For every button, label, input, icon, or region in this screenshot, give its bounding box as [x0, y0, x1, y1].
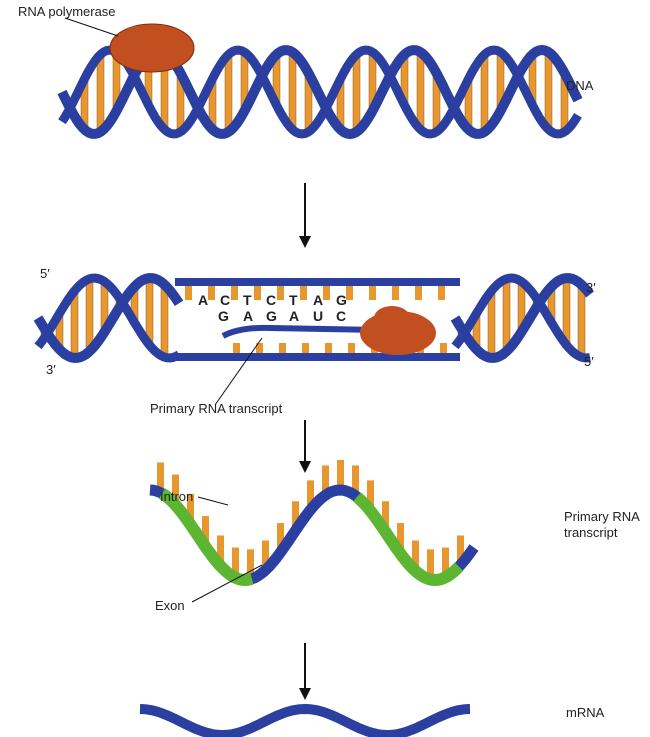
rna-base-stub: [157, 462, 164, 493]
dna-strand-back: [34, 273, 182, 363]
rna-base-stub: [262, 540, 269, 571]
template-base-stub: [415, 286, 422, 300]
intron-segment-2: [353, 492, 464, 587]
arrow-3: [299, 643, 311, 700]
template-bases: A C T C T A G: [198, 292, 347, 308]
rna-base-stub: [307, 480, 314, 511]
template-base-stub: [277, 286, 284, 300]
template-base-stub: [392, 286, 399, 300]
base-pair-rung: [288, 51, 297, 130]
dna-strand-back: [451, 273, 591, 363]
coding-base-stub: [279, 343, 286, 357]
rna-base-stub: [217, 535, 224, 566]
base-pair-rung: [224, 54, 233, 133]
coding-base-stub: [302, 343, 309, 357]
base-pair-rung: [577, 283, 586, 358]
base-pair-rung: [416, 51, 425, 130]
arrow-1: [299, 183, 311, 248]
base-pair-rung: [480, 54, 489, 133]
rna-base-stub: [292, 501, 299, 532]
label-5prime-right: 5′: [584, 354, 594, 369]
rna-base-stub: [442, 547, 449, 578]
rna-base-stub: [367, 480, 374, 511]
primary-rna-transcript: [149, 460, 479, 587]
template-base-stub: [185, 286, 192, 300]
template-base-stub: [369, 286, 376, 300]
svg-text:A: A: [313, 292, 323, 308]
rna-base-stub: [457, 535, 464, 566]
label-primary-rna-line2: transcript: [564, 525, 618, 540]
rna-base-stub: [412, 540, 419, 571]
transcription-bubble: [33, 273, 594, 363]
svg-text:T: T: [243, 292, 252, 308]
svg-text:A: A: [289, 308, 299, 324]
rna-base-stub: [172, 474, 179, 505]
mrna-strand: [139, 703, 471, 737]
rna-base-stub: [202, 516, 209, 547]
rna-bases: G A G A U C: [218, 308, 346, 324]
label-primary-rna-transcript-pointer: Primary RNA transcript: [150, 401, 283, 416]
rna-base-stub: [322, 465, 329, 496]
rna-base-stub: [187, 493, 194, 524]
label-mrna: mRNA: [566, 705, 605, 720]
svg-text:C: C: [220, 292, 230, 308]
svg-text:T: T: [289, 292, 298, 308]
rna-polymerase-transcribing: [360, 306, 436, 355]
rna-base-stub: [427, 549, 434, 580]
template-base-stub: [300, 286, 307, 300]
coding-base-stub: [348, 343, 355, 357]
label-3prime-right: 3′: [586, 280, 596, 295]
template-base-stub: [208, 286, 215, 300]
template-base-stub: [438, 286, 445, 300]
intron-pointer-line: [197, 496, 229, 506]
label-rna-polymerase: RNA polymerase: [18, 4, 116, 19]
nascent-rna-strand: [221, 324, 381, 339]
svg-text:U: U: [313, 308, 323, 324]
dna-strand-front: [450, 273, 594, 363]
arrow-2: [299, 420, 311, 473]
base-pair-rung: [352, 54, 361, 133]
label-3prime-left: 3′: [46, 362, 56, 377]
label-dna: DNA: [566, 78, 594, 93]
svg-text:G: G: [336, 292, 347, 308]
base-pair-rung: [96, 54, 105, 133]
base-pair-rung: [544, 51, 553, 130]
coding-base-stub: [256, 343, 263, 357]
svg-text:G: G: [218, 308, 229, 324]
rna-base-stub: [247, 549, 254, 580]
base-pair-rung: [502, 278, 511, 353]
svg-text:C: C: [336, 308, 346, 324]
svg-text:C: C: [266, 292, 276, 308]
base-pair-rung: [85, 278, 94, 353]
coding-base-stub: [233, 343, 240, 357]
label-exon: Exon: [155, 598, 185, 613]
label-intron: Intron: [160, 489, 193, 504]
rna-base-stub: [352, 465, 359, 496]
polymerase-pointer-line: [64, 17, 119, 37]
mrna-ribbon: [139, 703, 471, 737]
rna-base-stub: [277, 523, 284, 554]
template-base-stub: [254, 286, 261, 300]
rna-base-stub: [337, 460, 344, 490]
exon-pointer-line: [191, 564, 263, 603]
dna-strand-back: [58, 45, 582, 139]
rna-base-stub: [382, 501, 389, 532]
template-base-stub: [231, 286, 238, 300]
label-primary-rna-line1: Primary RNA: [564, 509, 640, 524]
template-base-stub: [323, 286, 330, 300]
template-base-stub: [346, 286, 353, 300]
svg-text:A: A: [243, 308, 253, 324]
svg-text:A: A: [198, 292, 208, 308]
coding-base-stub: [440, 343, 447, 357]
rna-base-stub: [232, 547, 239, 578]
svg-text:G: G: [266, 308, 277, 324]
base-pair-rung: [160, 283, 169, 358]
label-5prime-left: 5′: [40, 266, 50, 281]
rna-polymerase-lobe: [120, 26, 156, 54]
dna-strand-front: [33, 273, 184, 363]
rna-base-stub: [397, 523, 404, 554]
transcript-pointer-line: [214, 337, 263, 406]
coding-base-stub: [325, 343, 332, 357]
